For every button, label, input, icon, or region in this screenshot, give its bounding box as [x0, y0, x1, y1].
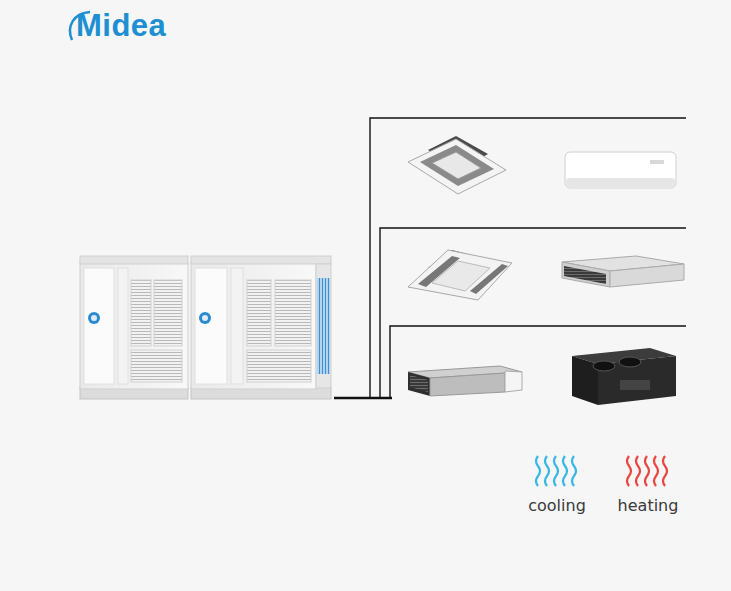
cassette-unit — [408, 136, 506, 194]
brand-logo: Midea — [76, 8, 166, 44]
heating-symbol — [627, 456, 667, 486]
legend-label: cooling — [528, 496, 586, 515]
duct-unit — [408, 366, 522, 396]
cooling-symbol — [536, 456, 576, 486]
outdoor-unit — [80, 256, 188, 399]
outdoor-unit — [191, 256, 331, 399]
duct-unit — [562, 256, 684, 287]
refrigerant-pipes — [334, 118, 686, 398]
high-static-duct-unit — [572, 348, 676, 405]
wall-unit — [565, 152, 676, 188]
legend-label: heating — [618, 496, 679, 515]
cassette-unit — [408, 250, 512, 300]
